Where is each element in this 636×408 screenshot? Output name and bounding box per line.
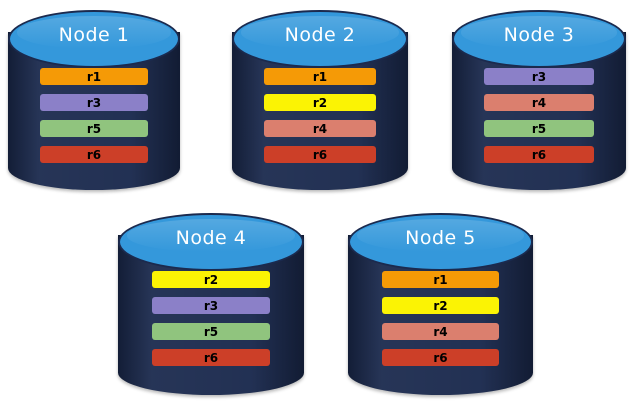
replica-list: r2 r3 r5 r6: [152, 271, 270, 366]
replica-list: r3 r4 r5 r6: [484, 68, 594, 163]
replica-bar: r3: [40, 94, 148, 111]
node-cylinder-4: Node 4 r2 r3 r5 r6: [118, 213, 304, 395]
replica-list: r1 r2 r4 r6: [264, 68, 376, 163]
replica-bar: r2: [382, 297, 499, 314]
replica-bar: r6: [382, 349, 499, 366]
replica-bar: r2: [264, 94, 376, 111]
replica-list: r1 r2 r4 r6: [382, 271, 499, 366]
replica-bar: r6: [152, 349, 270, 366]
replica-bar: r5: [40, 120, 148, 137]
node-top-disc: [8, 10, 180, 68]
replica-bar: r6: [40, 146, 148, 163]
replica-bar: r4: [484, 94, 594, 111]
node-label: Node 5: [405, 227, 476, 249]
node-label: Node 2: [284, 24, 356, 46]
node-cylinder-3: Node 3 r3 r4 r5 r6: [452, 10, 626, 190]
replica-bar: r6: [484, 146, 594, 163]
replica-bar: r1: [264, 68, 376, 85]
node-label: Node 1: [58, 24, 130, 46]
node-top-disc: [232, 10, 408, 68]
replica-bar: r3: [152, 297, 270, 314]
replica-bar: r5: [152, 323, 270, 340]
replica-bar: r4: [264, 120, 376, 137]
node-top-disc: [452, 10, 626, 68]
node-label: Node 3: [503, 24, 575, 46]
replica-bar: r2: [152, 271, 270, 288]
replica-bar: r1: [382, 271, 499, 288]
replica-bar: r6: [264, 146, 376, 163]
node-top-disc: [348, 213, 533, 271]
node-cylinder-1: Node 1 r1 r3 r5 r6: [8, 10, 180, 190]
node-label: Node 4: [175, 227, 247, 249]
replica-bar: r5: [484, 120, 594, 137]
node-cylinder-5: Node 5 r1 r2 r4 r6: [348, 213, 533, 395]
node-cylinder-2: Node 2 r1 r2 r4 r6: [232, 10, 408, 190]
node-top-disc: [118, 213, 304, 271]
replica-bar: r3: [484, 68, 594, 85]
replica-list: r1 r3 r5 r6: [40, 68, 148, 163]
replica-bar: r4: [382, 323, 499, 340]
replica-bar: r1: [40, 68, 148, 85]
